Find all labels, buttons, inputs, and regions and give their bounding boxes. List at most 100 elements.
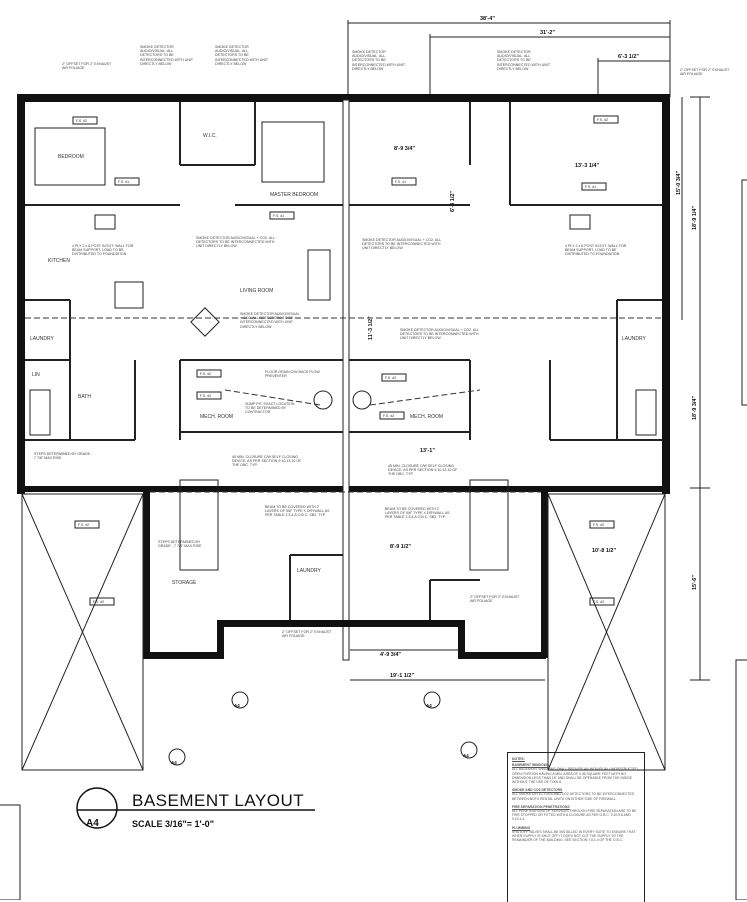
beam-lines (25, 317, 662, 493)
notes-item-text: ALL PENETRATIONS OF SERVICES THROUGH FIR… (512, 809, 637, 822)
notes-item-title: PLUMBING (512, 825, 531, 830)
dim-d8: 10'-8 1/2" (592, 548, 616, 554)
adjacent-sheet-edge (735, 659, 747, 900)
room-laundry-right: LAUNDRY (622, 336, 646, 342)
note-closure-left: 45 MIN. CLOSURE C/W SELF CLOSING DEVICE.… (232, 455, 302, 468)
stove-left (94, 214, 116, 230)
bathtub-right (635, 389, 657, 436)
dim-overall: 38'-4" (480, 16, 495, 22)
dim-upper: 31'-2" (540, 30, 555, 36)
note-smoke-1: SMOKE DETECTOR AUDIO/VISUAL. ALL DETECTO… (140, 45, 194, 66)
garage-right (547, 493, 666, 771)
note-offset-1: 2" OFFSET FOR 2" EXHAUST AIR FOLIAGE (62, 62, 112, 71)
note-floor-drain: FLOOR DRAIN C/W BACK FLOW PREVENTER (265, 370, 320, 379)
stairs-left (179, 479, 219, 571)
interior-walls (25, 102, 662, 620)
note-offset-2: 2" OFFSET FOR 2" EXHAUST AIR FOLIAGE (680, 68, 730, 77)
room-mech-left: MECH. ROOM (200, 414, 233, 420)
stove-right (569, 214, 591, 230)
drawing-title-text: BASEMENT LAYOUT (132, 791, 304, 810)
sump-pit-right (352, 390, 372, 410)
exterior-walls (17, 94, 670, 661)
note-smoke-4: SMOKE DETECTOR AUDIO/VISUAL. ALL DETECTO… (497, 50, 551, 71)
dim-d13: 6'-3 1/2" (450, 191, 456, 212)
bathtub-left (29, 389, 51, 436)
note-steps-left: STEPS DETERMINED BY GRADE - 7 7/8" MAX R… (34, 452, 93, 461)
note-smoke-2: SMOKE DETECTOR AUDIO/VISUAL. ALL DETECTO… (215, 45, 269, 66)
dim-d12: 13'-1" (420, 448, 435, 454)
tag: F.S. #2 (597, 118, 608, 122)
tag: F.S. #2 (200, 372, 211, 376)
dimension-lines (347, 20, 710, 681)
drawing-title: A4 BASEMENT LAYOUT SCALE 3/16"= 1'-0" (76, 787, 315, 829)
marker-c: A4 (171, 760, 177, 765)
note-beam-right: BEAM TO BE COVERED WITH 2 LAYERS OF 5/8"… (385, 507, 450, 520)
note-steps-center: STEPS DETERMINED BY GRADE - 7 7/8" MAX R… (158, 540, 202, 549)
note-smoke-co-3: SMOKE DETECTOR AUDIO/VISUAL + CO2. ALL D… (362, 238, 442, 251)
tag: F.S. #1 (585, 185, 596, 189)
note-closure-right: 45 MIN. CLOSURE C/W SELF CLOSING DEVICE.… (388, 464, 458, 477)
tag: F.S. #2 (593, 523, 604, 527)
note-smoke-co-1: SMOKE DETECTOR AUDIO/VISUAL + CO2. ALL D… (196, 236, 276, 249)
dim-d6: 18'-9 3/4" (692, 396, 698, 420)
notes-item-title: FIRE SEPARATION PENETRATIONS (512, 804, 570, 809)
room-lin: LIN (32, 372, 40, 378)
note-sump: SUMP PIT. EXACT LOCATION TO BE DETERMINE… (245, 402, 295, 415)
note-offset-4: 2" OFFSET FOR 2" EXHAUST AIR FOLIAGE (470, 595, 520, 604)
dim-d1: 8'-9 3/4" (394, 146, 415, 152)
sheet-number: A4 (86, 818, 99, 829)
adjacent-sheet-edge (741, 179, 747, 406)
notes-item-text: ALL BASEMENT WINDOWS SHALL PROVIDE AN IN… (512, 767, 638, 785)
room-master-bedroom: MASTER BEDROOM (270, 192, 318, 198)
notes-item-title: SMOKE AND CO2 DETECTORS (512, 788, 563, 793)
note-smoke-co-2: SMOKE DETECTOR AUDIO/VISUAL + CO2. ALL D… (240, 312, 300, 329)
room-bedroom: BEDROOM (58, 154, 84, 160)
drawing-scale: SCALE 3/16"= 1'-0" (132, 819, 214, 829)
section-markers: A4 A4 A4 A4 (168, 691, 478, 766)
dim-d9: 19'-1 1/2" (390, 673, 414, 679)
dim-d3: 15'-0 3/4" (676, 171, 682, 195)
adjacent-sheet-edge (0, 804, 21, 900)
tag: F.S. #1 (395, 180, 406, 184)
furniture (29, 121, 657, 571)
dim-d10: 4'-9 3/4" (380, 652, 401, 658)
dim-d2: 13'-3 1/4" (575, 163, 599, 169)
sump-pit-left (313, 390, 333, 410)
room-living: LIVING ROOM (240, 288, 273, 294)
tag: F.S. #2 (93, 600, 104, 604)
notes-item-title: BASEMENT WINDOWS (512, 763, 550, 768)
room-laundry-left: LAUNDRY (30, 336, 54, 342)
room-mech-right: MECH. ROOM (410, 414, 443, 420)
note-post-right: 4 PLY 2 x 6 POST IN EXT. WALL FOR BEAM S… (565, 244, 627, 257)
note-smoke-co-4: SMOKE DETECTOR AUDIO/VISUAL + CO2. ALL D… (400, 328, 480, 341)
bed-left (34, 127, 106, 186)
room-wic: W.I.C. (203, 133, 217, 139)
stairs-right (469, 479, 509, 571)
note-beam-left: BEAM TO BE COVERED WITH 2 LAYERS OF 5/8"… (265, 505, 330, 518)
notes-item-text: ALL SMOKE DETECTORS AND CO2 DETECTORS TO… (512, 792, 635, 801)
bed-master (261, 121, 325, 183)
tag: F.S. #2 (385, 376, 396, 380)
room-laundry-center: LAUNDRY (297, 568, 321, 574)
room-bath: BATH (78, 394, 91, 400)
dining-table (114, 281, 144, 309)
notes-heading: NOTES: (512, 757, 525, 761)
tag: F.S. #2 (78, 523, 89, 527)
note-offset-3: 2" OFFSET FOR 2" EXHAUST AIR FOLIAGE (282, 630, 332, 639)
armchair (190, 307, 220, 337)
dim-d7: 15'-6" (692, 575, 698, 590)
tag: F.S. #2 (593, 600, 604, 604)
note-post-left: 4 PLY 2 x 6 POST IN EXT. WALL FOR BEAM S… (72, 244, 134, 257)
tag: F.S. #2 (76, 119, 87, 123)
marker-a: A4 (234, 703, 240, 708)
tag: F.S. #1 (273, 214, 284, 218)
room-kitchen: KITCHEN (48, 258, 70, 264)
dim-d5: 11'-3 1/2" (368, 316, 374, 340)
dim-offset: 6'-3 1/2" (618, 54, 639, 60)
